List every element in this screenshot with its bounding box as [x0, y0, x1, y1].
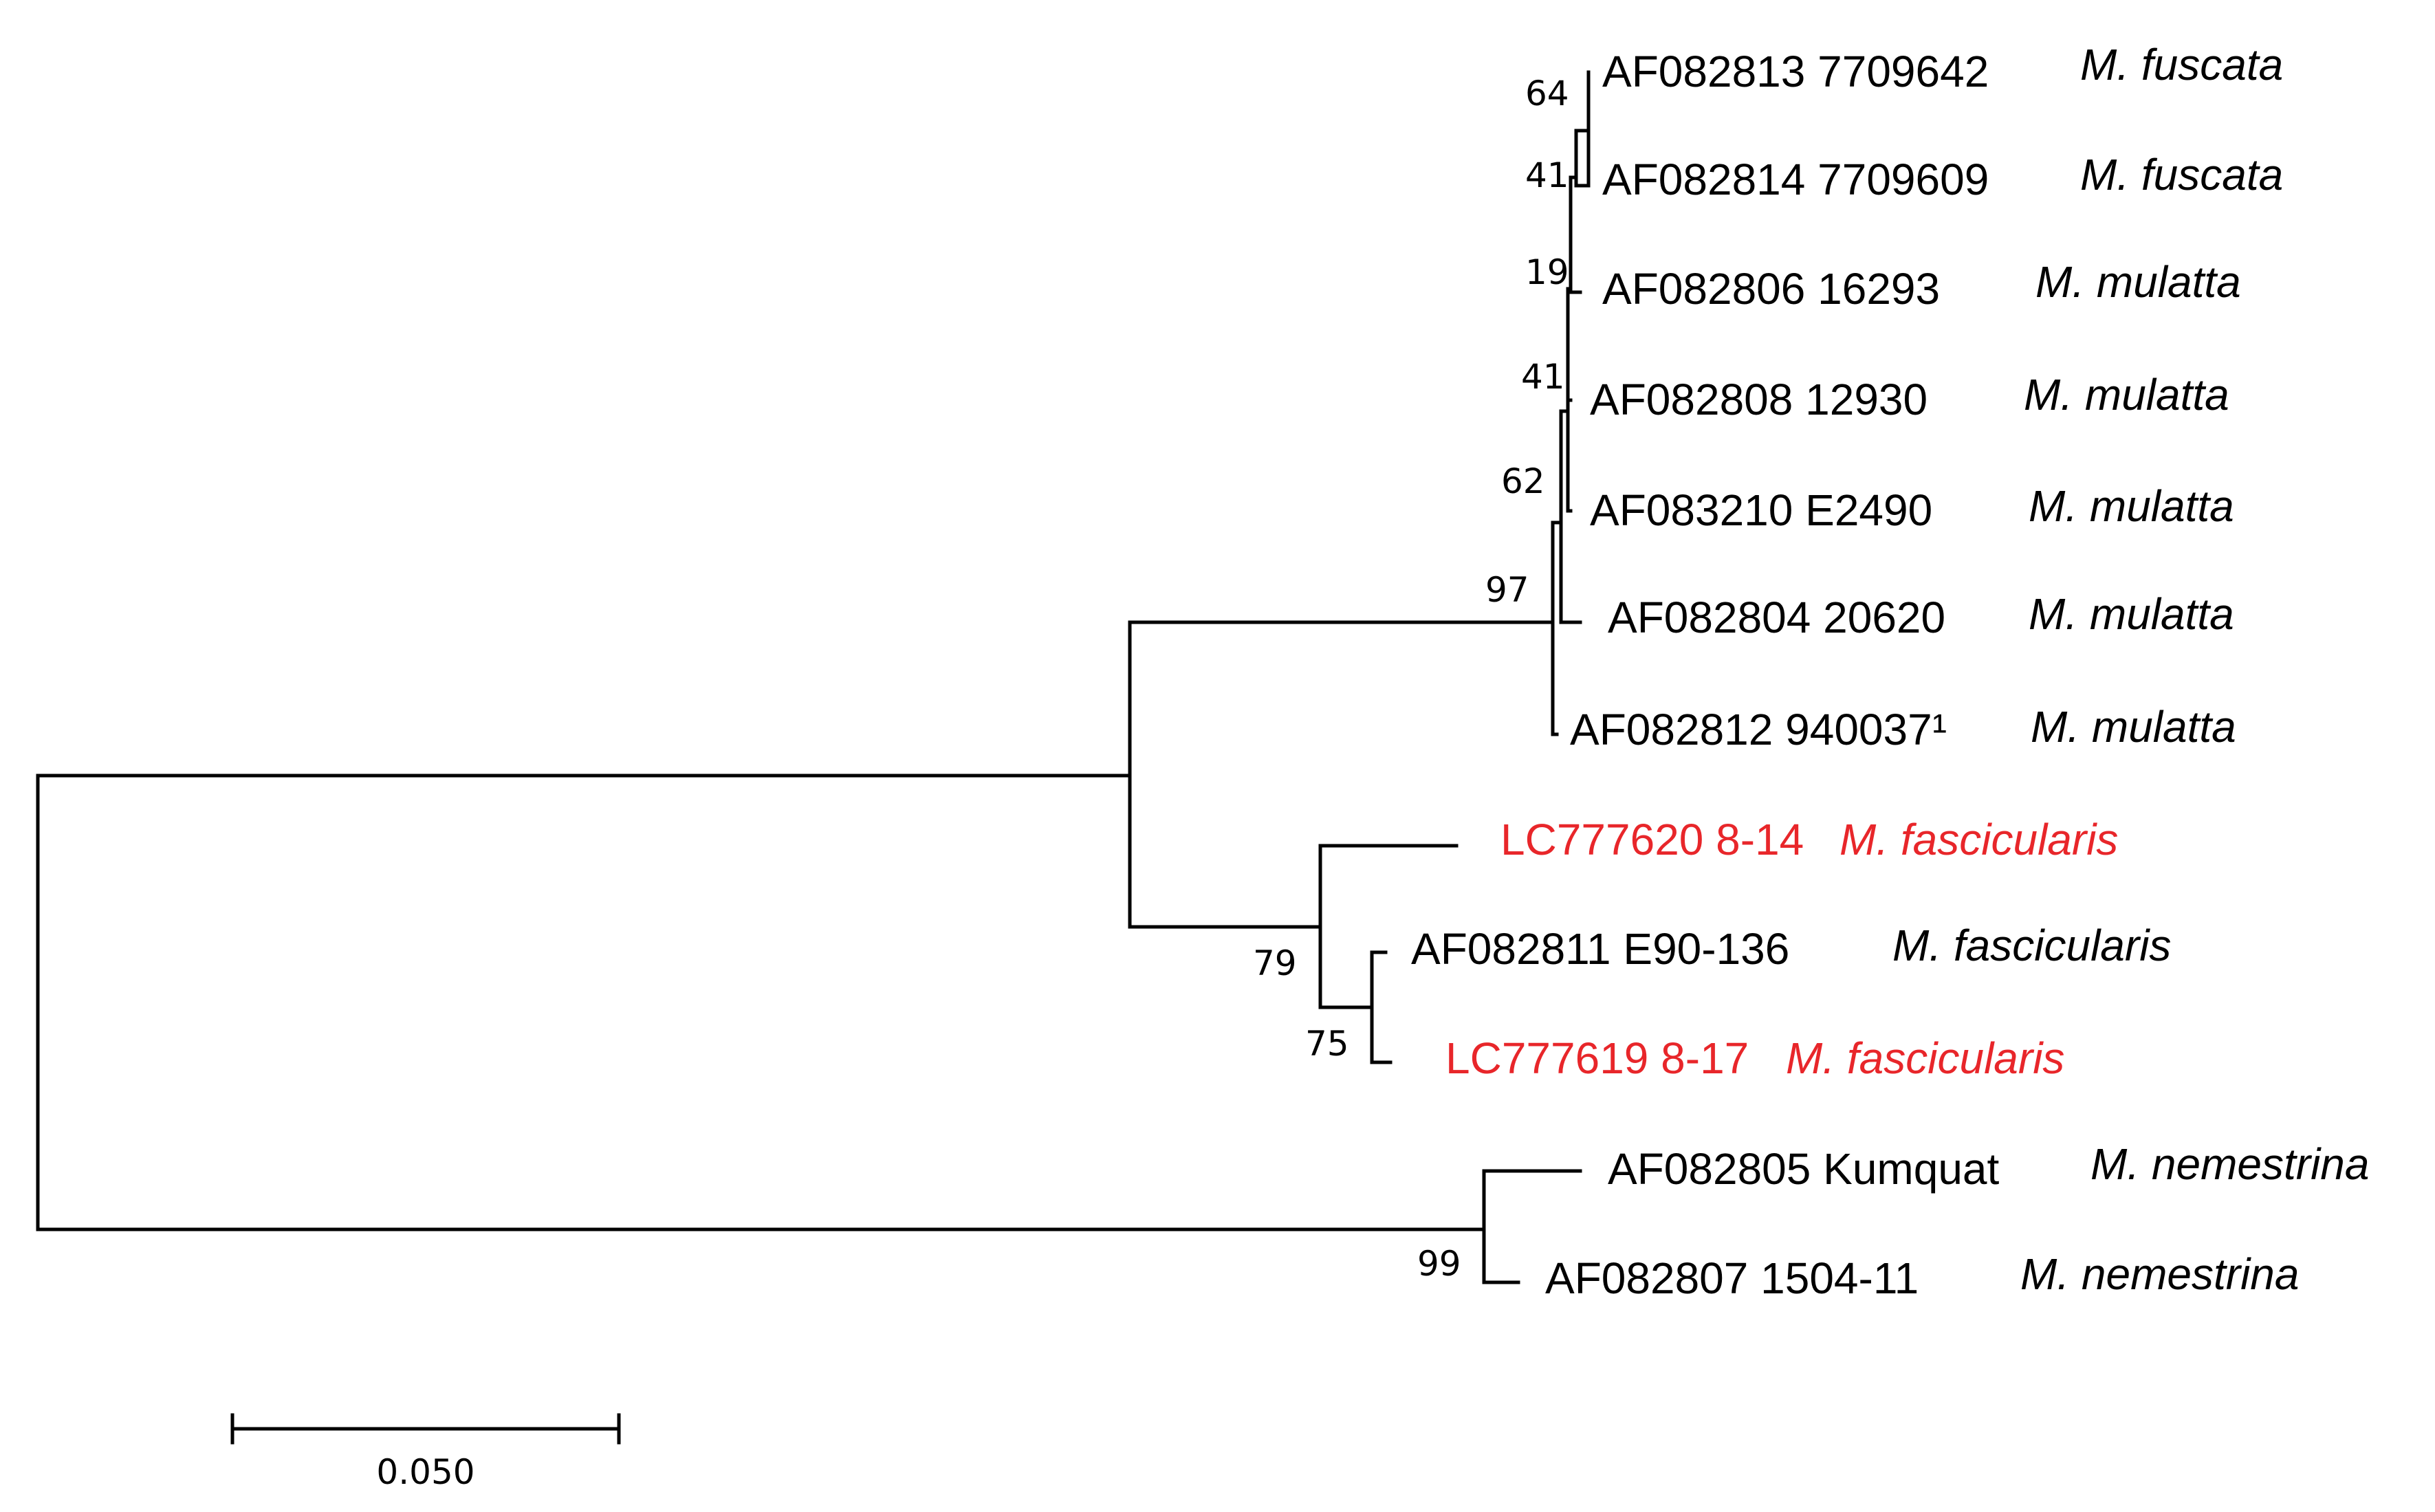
bootstrap-value: 97 [1485, 570, 1529, 610]
taxon-label: AF082811 E90-136 [1411, 924, 1789, 974]
species-label: M. nemestrina [2020, 1249, 2299, 1299]
taxon-label-highlighted: LC777620 8-14 [1500, 815, 1804, 864]
species-label: M. mulatta [2035, 257, 2241, 307]
species-label: M. nemestrina [2090, 1139, 2369, 1189]
species-label: M. fascicularis [1892, 921, 2171, 970]
bootstrap-value: 79 [1253, 943, 1297, 983]
bootstrap-value: 99 [1417, 1244, 1461, 1284]
bootstrap-value: 41 [1525, 155, 1569, 195]
species-label: M. mulatta [2024, 370, 2229, 419]
species-label-highlighted: M. fascicularis [1786, 1033, 2064, 1083]
taxon-label: AF082814 7709609 [1602, 155, 1989, 204]
species-label: M. mulatta [2029, 589, 2234, 639]
species-label: M. mulatta [2031, 702, 2236, 752]
species-label: M. mulatta [2029, 481, 2234, 531]
taxon-label: AF082806 16293 [1602, 264, 1940, 314]
taxon-label: AF082808 12930 [1590, 375, 1928, 424]
species-label: M. fuscata [2080, 150, 2283, 199]
species-label-highlighted: M. fascicularis [1839, 815, 2118, 864]
taxon-label: AF082813 7709642 [1602, 47, 1989, 96]
taxon-labels: AF082813 7709642 M. fuscata AF082814 770… [1411, 40, 2369, 1303]
bootstrap-values: 64 41 19 41 62 97 79 75 99 [1253, 74, 1569, 1284]
taxon-label: AF083210 E2490 [1590, 485, 1932, 535]
bootstrap-value: 19 [1525, 252, 1569, 292]
taxon-label: AF082807 1504-11 [1545, 1253, 1919, 1303]
scale-bar: 0.050 [230, 1413, 621, 1492]
taxon-label-highlighted: LC777619 8-17 [1445, 1033, 1749, 1083]
taxon-label: AF082804 20620 [1608, 593, 1945, 642]
tree-branches [36, 70, 1591, 1284]
taxon-label: AF082805 Kumquat [1608, 1144, 2000, 1194]
species-label: M. fuscata [2080, 40, 2283, 89]
bootstrap-value: 62 [1501, 461, 1545, 501]
taxon-label: AF082812 940037¹ [1570, 705, 1947, 754]
bootstrap-value: 75 [1305, 1024, 1349, 1064]
bootstrap-value: 41 [1521, 357, 1565, 397]
scale-bar-label: 0.050 [376, 1452, 474, 1492]
bootstrap-value: 64 [1525, 74, 1569, 113]
